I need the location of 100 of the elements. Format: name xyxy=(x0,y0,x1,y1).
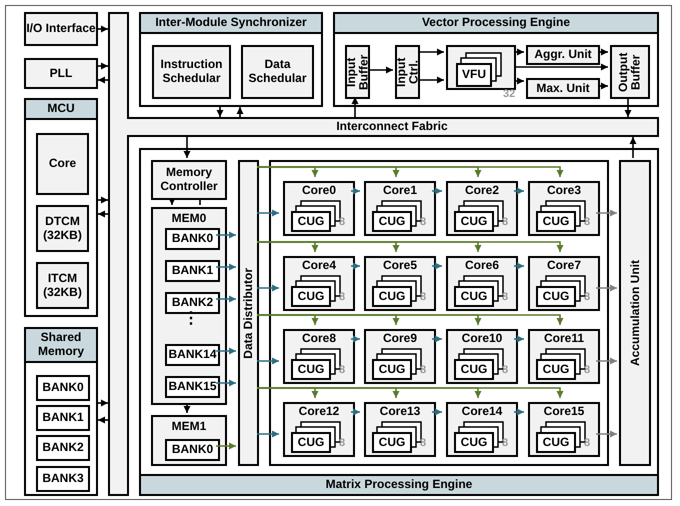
bank-box xyxy=(165,228,220,250)
count-label: 8 xyxy=(584,365,590,376)
core-label: Core8 xyxy=(302,332,336,346)
block-box xyxy=(36,205,89,252)
arrow xyxy=(98,62,108,70)
count-label: 8 xyxy=(584,438,590,449)
block-box xyxy=(24,58,98,89)
box-label: CUG xyxy=(460,362,488,376)
core-box xyxy=(283,329,355,384)
cug-box xyxy=(291,359,331,380)
arrow xyxy=(514,188,524,194)
cug-box xyxy=(372,286,412,307)
box-label: Accumulation Unit xyxy=(628,260,642,366)
core-box xyxy=(528,329,600,384)
count-label: 8 xyxy=(502,217,508,228)
core-label: Core5 xyxy=(383,259,417,273)
count-label: 8 xyxy=(420,438,426,449)
box-label: BANK15 xyxy=(168,380,216,394)
box-label: CUG xyxy=(460,214,488,228)
block-box xyxy=(526,45,600,65)
bank-box xyxy=(165,344,220,366)
arrow xyxy=(630,137,636,158)
panel-title: Vector Processing Engine xyxy=(335,14,657,34)
count-label: 8 xyxy=(584,292,590,303)
arrow xyxy=(596,430,617,438)
core-box xyxy=(528,181,600,236)
box-label: PLL xyxy=(50,66,72,80)
bus-bar xyxy=(108,12,129,496)
arrow xyxy=(352,97,358,117)
arrow xyxy=(432,188,442,194)
panel-title: MCU xyxy=(26,100,96,120)
block-box xyxy=(610,45,650,99)
core-box xyxy=(446,181,518,236)
module-panel xyxy=(139,148,659,496)
arrow xyxy=(98,400,108,406)
box-label: CUG xyxy=(542,214,570,228)
core-label: Core12 xyxy=(298,405,340,419)
arrow xyxy=(598,82,608,90)
memory-panel xyxy=(151,207,227,405)
bank-box xyxy=(36,375,90,401)
box-label: CUG xyxy=(378,436,406,450)
arrow xyxy=(257,314,564,325)
connector-line xyxy=(199,198,201,205)
cug-box xyxy=(454,286,494,307)
box-label: ITCM (32KB) xyxy=(42,272,83,300)
box-label: Interconnect Fabric xyxy=(336,120,448,134)
count-label: 32 xyxy=(503,89,516,100)
block-box xyxy=(151,160,227,200)
core-box xyxy=(446,402,518,457)
box-label: BANK1 xyxy=(42,411,84,425)
core-label: Core13 xyxy=(380,405,420,419)
block-box xyxy=(152,45,231,99)
block-box xyxy=(395,45,420,99)
arrow xyxy=(184,137,190,158)
count-label: 8 xyxy=(339,438,346,449)
box-label: BANK2 xyxy=(42,441,84,455)
arrow xyxy=(98,76,108,84)
arrow xyxy=(351,188,360,194)
count-label: 8 xyxy=(339,217,346,228)
bank-box xyxy=(36,405,90,431)
cug-box xyxy=(536,359,576,380)
arrow xyxy=(432,408,442,416)
arrow xyxy=(596,358,617,364)
arrow xyxy=(514,408,524,416)
block-box xyxy=(619,160,651,466)
box-label: CUG xyxy=(378,290,406,304)
core-label: Core9 xyxy=(383,332,417,346)
box-label: CUG xyxy=(460,290,488,304)
arrow xyxy=(216,232,236,238)
box-label: DTCM (32KB) xyxy=(42,214,83,242)
box-label: CUG xyxy=(378,214,406,228)
cug-box xyxy=(454,359,494,380)
core-box xyxy=(283,256,355,311)
arrow xyxy=(351,262,360,270)
bank-box xyxy=(165,260,220,282)
arrow xyxy=(368,66,393,74)
memory-panel xyxy=(151,415,227,466)
cug-box xyxy=(372,432,412,453)
arrow xyxy=(216,296,236,302)
arrow xyxy=(514,48,524,56)
module-panel xyxy=(139,12,323,107)
block-box xyxy=(526,78,600,99)
bank-box xyxy=(36,435,90,461)
core-label: Core7 xyxy=(547,259,581,273)
bank-box xyxy=(165,376,220,398)
arrow xyxy=(98,210,108,218)
arrow xyxy=(514,64,608,70)
arrow xyxy=(98,26,108,32)
box-label: BANK14 xyxy=(168,348,216,362)
box-label: CUG xyxy=(298,290,324,304)
arrow xyxy=(257,210,279,216)
vfu-box xyxy=(446,45,516,90)
cug-box xyxy=(372,359,412,380)
arrow xyxy=(98,416,108,424)
bank-box xyxy=(165,439,220,461)
box-label: BANK0 xyxy=(42,381,84,395)
box-label: BANK3 xyxy=(42,472,84,486)
module-panel xyxy=(333,12,659,107)
box-label: BANK2 xyxy=(172,296,214,310)
box-label: Data Schedular xyxy=(247,58,308,86)
